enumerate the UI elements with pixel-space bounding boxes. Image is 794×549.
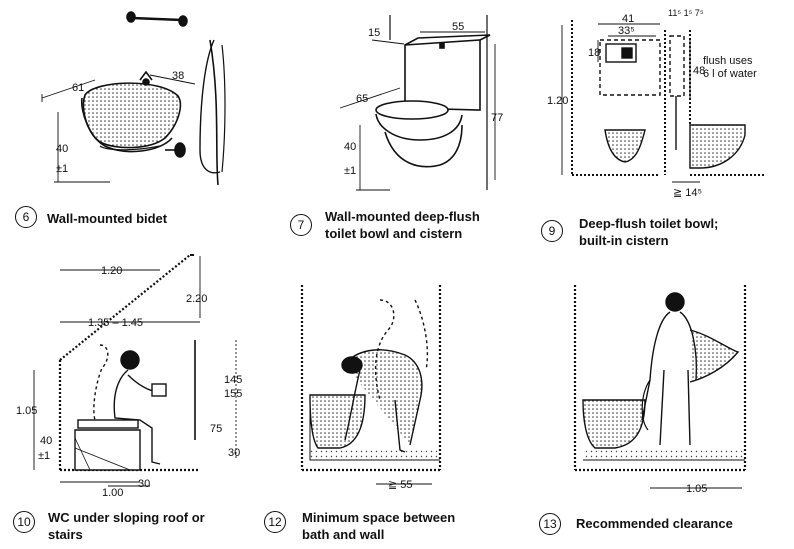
caption-bidet: Wall-mounted bidet (47, 211, 168, 226)
caption-bath-wall-line1: Minimum space between (302, 510, 456, 525)
seat-height-dim: 40 (40, 435, 52, 447)
caption-wc-cistern-line1: Wall-mounted deep-flush (325, 209, 480, 224)
flush-note: flush uses 6 l of water (703, 55, 757, 81)
wc-bowl-depth-dim: 65 (356, 93, 368, 105)
figure-number-10: 10 (13, 511, 35, 533)
caption-sloping-roof: WC under sloping roof or stairs (48, 509, 205, 543)
caption-sloping-roof-line2: stairs (48, 527, 83, 542)
caption-built-in-cistern: Deep-flush toilet bowl; built-in cistern (579, 215, 718, 249)
cistern-height-dim: 48 (693, 65, 705, 77)
roof-width-dim: 1.20 (101, 265, 122, 277)
caption-wc-cistern-line2: toilet bowl and cistern (325, 226, 463, 241)
floor-depth-dim: 1.00 (102, 487, 123, 499)
min-gap-dim: ≧ 14⁵ (673, 187, 702, 199)
wc-total-height-dim: 77 (491, 112, 503, 124)
bidet-tolerance-dim: ±1 (56, 163, 68, 175)
figure-number-13: 13 (539, 513, 561, 535)
caption-clearance: Recommended clearance (576, 516, 733, 531)
height-30-dim: 30 (228, 447, 240, 459)
bidet-height-dim: 40 (56, 143, 68, 155)
roof-height-dim: 2.20 (186, 293, 207, 305)
caption-wc-cistern: Wall-mounted deep-flush toilet bowl and … (325, 208, 480, 242)
caption-built-in-cistern-line2: built-in cistern (579, 233, 669, 248)
wc-offset-dim: 15 (368, 27, 380, 39)
caption-bath-wall-line2: bath and wall (302, 527, 385, 542)
built-in-cistern-drawing (561, 20, 765, 183)
figure-number-7: 7 (290, 214, 312, 236)
flush-note-line1: flush uses (703, 55, 753, 67)
bidet-depth-dim: 38 (172, 70, 184, 82)
seat-tolerance-dim: ±1 (38, 450, 50, 462)
figure-number-12: 12 (264, 511, 286, 533)
cistern-width-dim: 41 (622, 13, 634, 25)
sloping-roof-wc-drawing (33, 254, 237, 487)
figure-number-9: 9 (541, 220, 563, 242)
bidet-drawing (41, 11, 226, 186)
cistern-plate-height-dim: 18 (588, 47, 600, 59)
wall-height-dim: 1.05 (16, 405, 37, 417)
height-75-dim: 75 (210, 423, 222, 435)
section-depths-dim: 11⁵ 1⁵ 7⁵ (668, 8, 704, 18)
cistern-inner-width-dim: 33⁵ (618, 25, 635, 37)
flush-note-line2: 6 l of water (703, 68, 757, 80)
bath-wall-gap-dim: ≧ 55 (388, 479, 413, 491)
wc-tolerance-dim: ±1 (344, 165, 356, 177)
bath-wall-drawing (300, 285, 442, 485)
figure-number-6: 6 (15, 206, 37, 228)
caption-built-in-cistern-line1: Deep-flush toilet bowl; (579, 216, 719, 231)
knee-clearance-dim: 30 (138, 478, 150, 490)
caption-bath-wall: Minimum space between bath and wall (302, 509, 455, 543)
clearance-width-dim: 1.05 (686, 483, 707, 495)
height-155-dim: 155 (224, 388, 242, 400)
total-height-dim: 1.20 (547, 95, 568, 107)
caption-sloping-roof-line1: WC under sloping roof or (48, 510, 205, 525)
roof-span-dim: 1.35 – 1.45 (88, 317, 143, 329)
bidet-width-dim: 61 (72, 82, 84, 94)
wc-seat-height-dim: 40 (344, 141, 356, 153)
clearance-drawing (573, 285, 747, 489)
wc-cistern-drawing (339, 15, 496, 191)
wc-cistern-width-dim: 55 (452, 21, 464, 33)
height-145-dim: 145 (224, 374, 242, 386)
